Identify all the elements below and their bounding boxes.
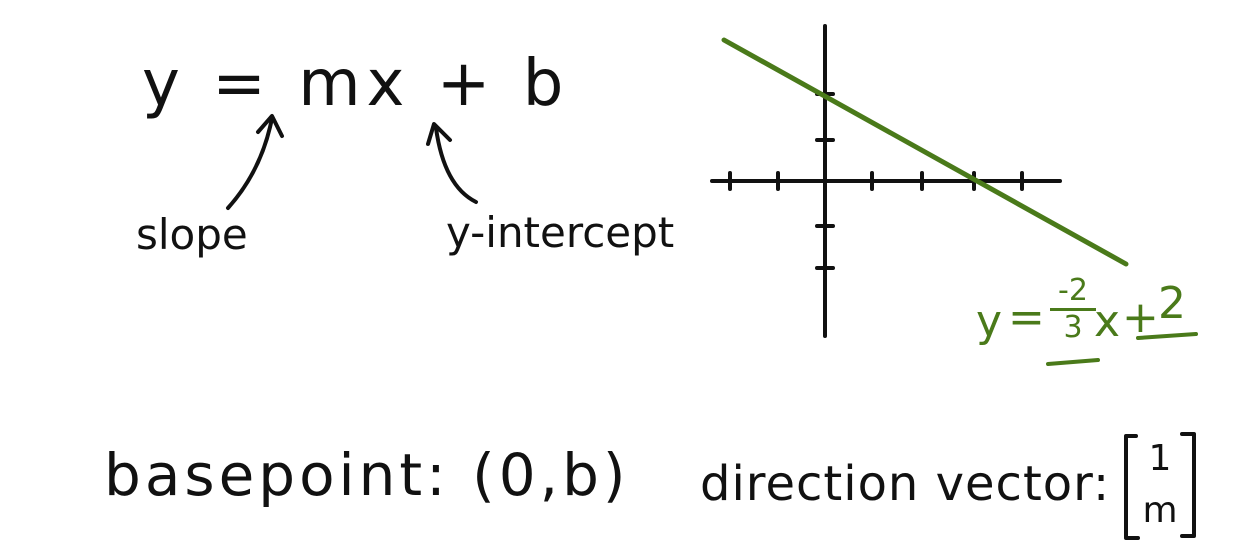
slope-arrowhead: [256, 114, 284, 138]
line-equation-constant: 2: [1158, 278, 1186, 329]
slope-denominator: 3: [1063, 310, 1083, 345]
vector-entry-top: 1: [1148, 438, 1172, 479]
vector-left-bracket: [1124, 434, 1140, 540]
direction-vector-label: direction vector:: [700, 456, 1111, 512]
general-line-equation: y = mx + b: [142, 47, 570, 121]
direction-vector: 1 m: [1124, 432, 1196, 542]
fraction-bar: [1050, 308, 1096, 311]
slope-numerator: -2: [1058, 273, 1088, 308]
basepoint-text: basepoint: (0,b): [104, 441, 630, 509]
x-axis-ticks: [728, 171, 1024, 191]
constant-underline: [1136, 332, 1198, 340]
line-equation-plus: +: [1122, 292, 1159, 343]
y-intercept-label: y-intercept: [446, 208, 675, 257]
y-intercept-arrow: [434, 126, 478, 204]
y-intercept-arrowhead: [426, 122, 452, 146]
line-equation-x: x: [1094, 296, 1121, 347]
plotted-line: [721, 37, 1129, 267]
line-equation-equals: =: [1008, 292, 1045, 343]
slope-label: slope: [136, 210, 248, 259]
slope-fraction: -2 3: [1050, 276, 1096, 343]
line-equation-y: y: [976, 296, 1003, 347]
slope-arrow: [226, 116, 274, 210]
denominator-underline: [1046, 358, 1100, 366]
vector-entry-bottom: m: [1142, 490, 1178, 531]
vector-right-bracket: [1180, 432, 1196, 538]
